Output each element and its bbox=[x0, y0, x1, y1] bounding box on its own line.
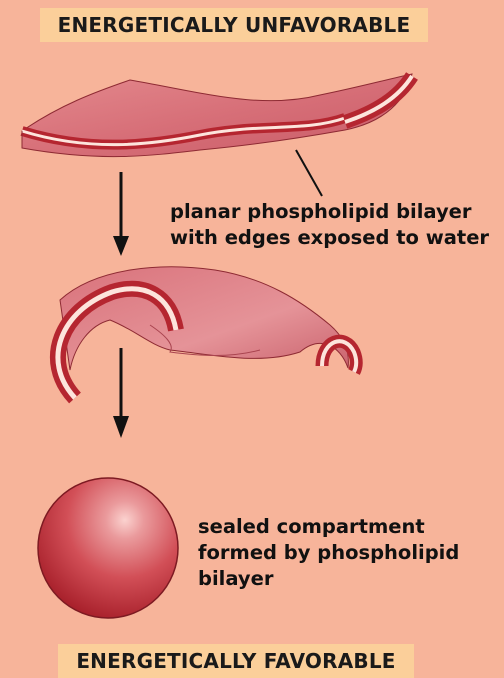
label-line: planar phospholipid bilayer bbox=[170, 200, 472, 223]
label-line: bilayer bbox=[198, 567, 274, 590]
label-line: sealed compartment bbox=[198, 515, 425, 538]
banner-energetically-favorable: ENERGETICALLY FAVORABLE bbox=[58, 644, 414, 678]
label-planar-bilayer: planar phospholipid bilayer with edges e… bbox=[170, 199, 500, 251]
label-sealed-compartment: sealed compartment formed by phospholipi… bbox=[198, 514, 498, 592]
pointer-line bbox=[295, 149, 323, 197]
banner-energetically-unfavorable: ENERGETICALLY UNFAVORABLE bbox=[40, 8, 428, 42]
curving-bilayer bbox=[50, 266, 363, 404]
arrow-down-icon bbox=[113, 348, 129, 438]
sealed-compartment-sphere bbox=[37, 477, 179, 619]
label-line: with edges exposed to water bbox=[170, 226, 490, 249]
planar-bilayer-sheet bbox=[20, 72, 418, 158]
arrow-down-icon bbox=[113, 172, 129, 256]
label-line: formed by phospholipid bbox=[198, 541, 460, 564]
